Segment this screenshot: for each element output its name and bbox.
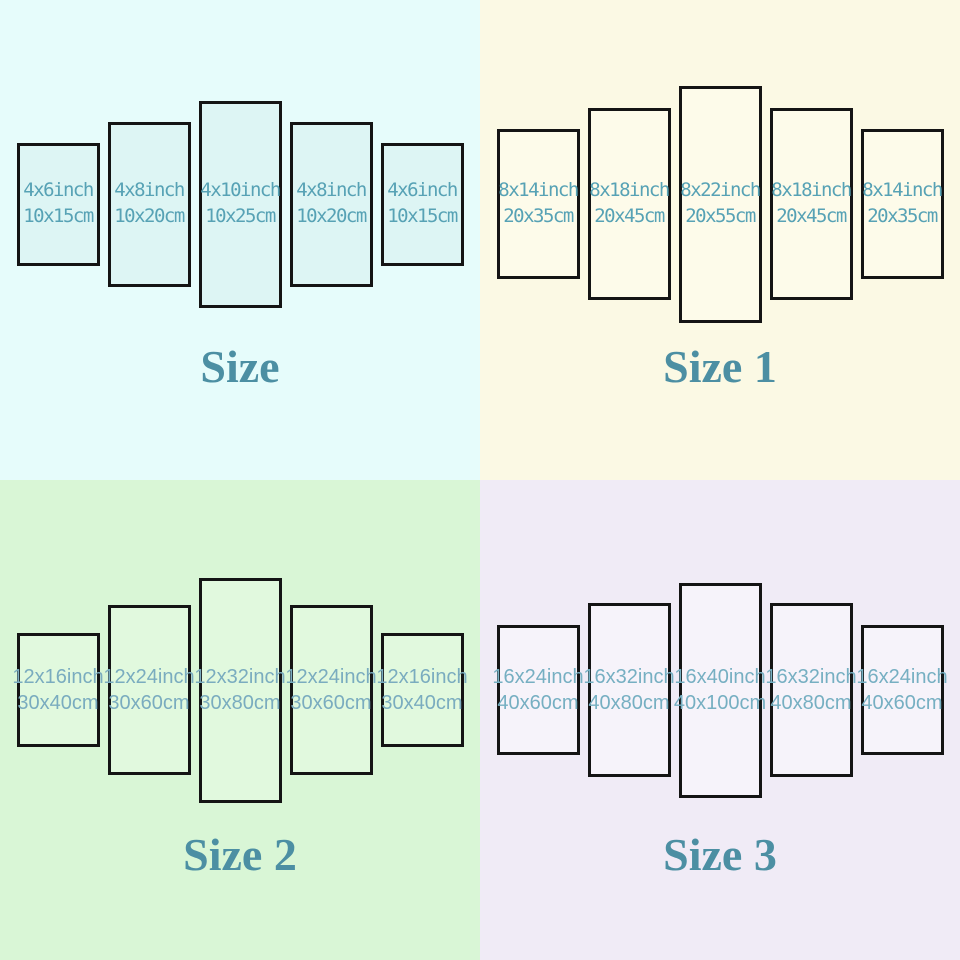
canvas-panel: 4x6inch 10x15cm [16,142,100,266]
canvas-panel: 12x24inch 30x60cm [103,605,195,775]
panel-size-inch: 16x24inch [492,666,584,688]
size-3-title: Size 3 [663,829,777,880]
size-1-title: Size 1 [663,341,777,392]
quadrant-size-1: 8x14inch 20x35cm 8x18inch 20x45cm 8x22inch 20… [480,0,960,480]
panel-size-inch: 12x24inch [103,666,195,688]
panel-size-cm: 20x45cm [594,205,665,227]
panel-size-cm: 20x55cm [685,205,756,227]
canvas-panel: 4x8inch 10x20cm [289,121,373,287]
panel-size-cm: 20x35cm [867,205,938,227]
panel-size-cm: 30x40cm [381,692,463,714]
panel-size-inch: 4x10inch [200,179,281,202]
canvas-panel: 16x40inch 40x100cm [674,582,766,798]
panel-size-inch: 8x18inch [589,179,670,202]
panel-size-cm: 30x60cm [290,692,372,714]
panel-size-cm: 30x80cm [199,692,281,714]
panel-size-cm: 10x25cm [205,205,276,227]
canvas-panel: 4x6inch 10x15cm [380,142,464,266]
panel-size-inch: 12x24inch [285,666,377,688]
canvas-panel: 8x18inch 20x45cm [587,108,671,300]
canvas-panel: 12x32inch 30x80cm [194,577,286,803]
panel-size-cm: 10x20cm [296,205,367,227]
panel-size-cm: 10x20cm [114,205,185,227]
panel-size-cm: 40x100cm [673,692,767,714]
canvas-panel: 16x32inch 40x80cm [583,603,675,777]
panel-size-cm: 30x60cm [108,692,190,714]
canvas-panel: 4x8inch 10x20cm [107,121,191,287]
panel-size-inch: 12x16inch [376,666,468,688]
canvas-panel: 12x16inch 30x40cm [376,633,468,747]
canvas-panel: 8x22inch 20x55cm [678,85,762,323]
canvas-panel: 16x32inch 40x80cm [765,603,857,777]
panel-size-inch: 12x32inch [194,666,286,688]
panel-size-inch: 8x14inch [498,179,579,202]
panel-size-inch: 4x8inch [114,179,185,202]
panel-size-inch: 4x6inch [23,179,94,202]
panel-row: 8x14inch 20x35cm 8x18inch 20x45cm 8x22inch 20… [480,0,960,408]
canvas-panel: 8x14inch 20x35cm [860,129,944,279]
canvas-panel: 8x14inch 20x35cm [496,129,580,279]
panel-size-cm: 20x35cm [503,205,574,227]
panel-size-inch: 16x24inch [856,666,948,688]
panel-size-inch: 4x8inch [296,179,367,202]
canvas-panel: 8x18inch 20x45cm [769,108,853,300]
panel-size-cm: 30x40cm [17,692,99,714]
panel-size-inch: 4x6inch [387,179,458,202]
canvas-panel: 12x24inch 30x60cm [285,605,377,775]
size-title: Size [200,341,280,392]
size-2-title: Size 2 [183,829,297,880]
panel-size-cm: 40x80cm [588,692,670,714]
panel-size-inch: 16x32inch [583,666,675,688]
panel-size-inch: 8x14inch [862,179,943,202]
quadrant-size: 4x6inch 10x15cm 4x8inch 10x20cm 4x10inch 10x2… [0,0,480,480]
panel-size-inch: 8x22inch [680,179,761,202]
panel-size-cm: 10x15cm [387,205,458,227]
panel-size-cm: 40x80cm [770,692,852,714]
panel-size-cm: 40x60cm [497,692,579,714]
panel-size-inch: 8x18inch [771,179,852,202]
canvas-panel: 4x10inch 10x25cm [198,100,282,308]
canvas-panel: 16x24inch 40x60cm [492,625,584,755]
panel-size-inch: 16x32inch [765,666,857,688]
canvas-panel: 16x24inch 40x60cm [856,625,948,755]
canvas-panel: 12x16inch 30x40cm [12,633,104,747]
panel-size-inch: 16x40inch [674,666,766,688]
panel-size-inch: 12x16inch [12,666,104,688]
panel-size-cm: 40x60cm [861,692,943,714]
panel-size-cm: 10x15cm [23,205,94,227]
panel-row: 4x6inch 10x15cm 4x8inch 10x20cm 4x10inch 10x2… [0,0,480,408]
panel-size-cm: 20x45cm [776,205,847,227]
